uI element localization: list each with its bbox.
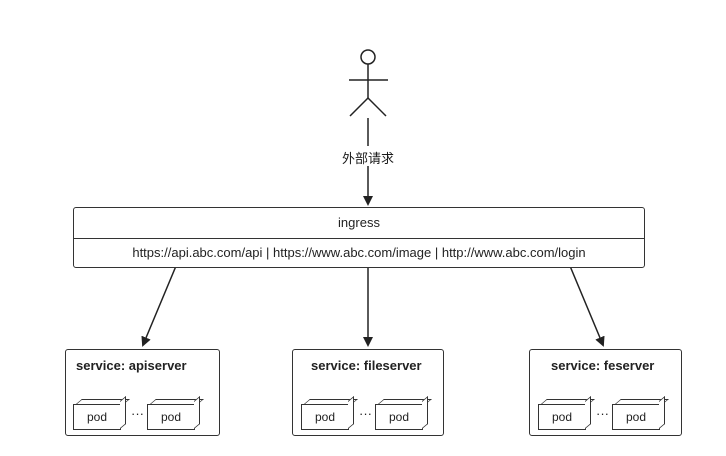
actor-icon: [349, 49, 388, 117]
arrow-ingress-to-feserver: [569, 265, 605, 347]
pod-icon: pod: [301, 404, 349, 430]
pod-ellipsis: ···: [596, 406, 609, 421]
service-apiserver: service: apiserver pod ··· pod: [65, 349, 220, 436]
ingress-divider: [74, 238, 644, 239]
pod-ellipsis: ···: [131, 406, 144, 421]
service-label: service: feserver: [551, 358, 655, 373]
ingress-box: ingress https://api.abc.com/api | https:…: [73, 207, 645, 268]
actor-label: 外部请求: [342, 151, 395, 166]
service-fileserver: service: fileserver pod ··· pod: [292, 349, 444, 436]
pod-icon: pod: [612, 404, 660, 430]
ingress-title: ingress: [338, 215, 380, 230]
arrow-ingress-to-apiserver: [141, 265, 177, 347]
ingress-urls: https://api.abc.com/api | https://www.ab…: [132, 245, 586, 260]
pod-icon: pod: [375, 404, 423, 430]
pod-icon: pod: [538, 404, 586, 430]
pod-icon: pod: [147, 404, 195, 430]
service-label: service: apiserver: [76, 358, 187, 373]
service-feserver: service: feserver pod ··· pod: [529, 349, 682, 436]
pod-ellipsis: ···: [359, 406, 372, 421]
pod-icon: pod: [73, 404, 121, 430]
service-label: service: fileserver: [311, 358, 422, 373]
